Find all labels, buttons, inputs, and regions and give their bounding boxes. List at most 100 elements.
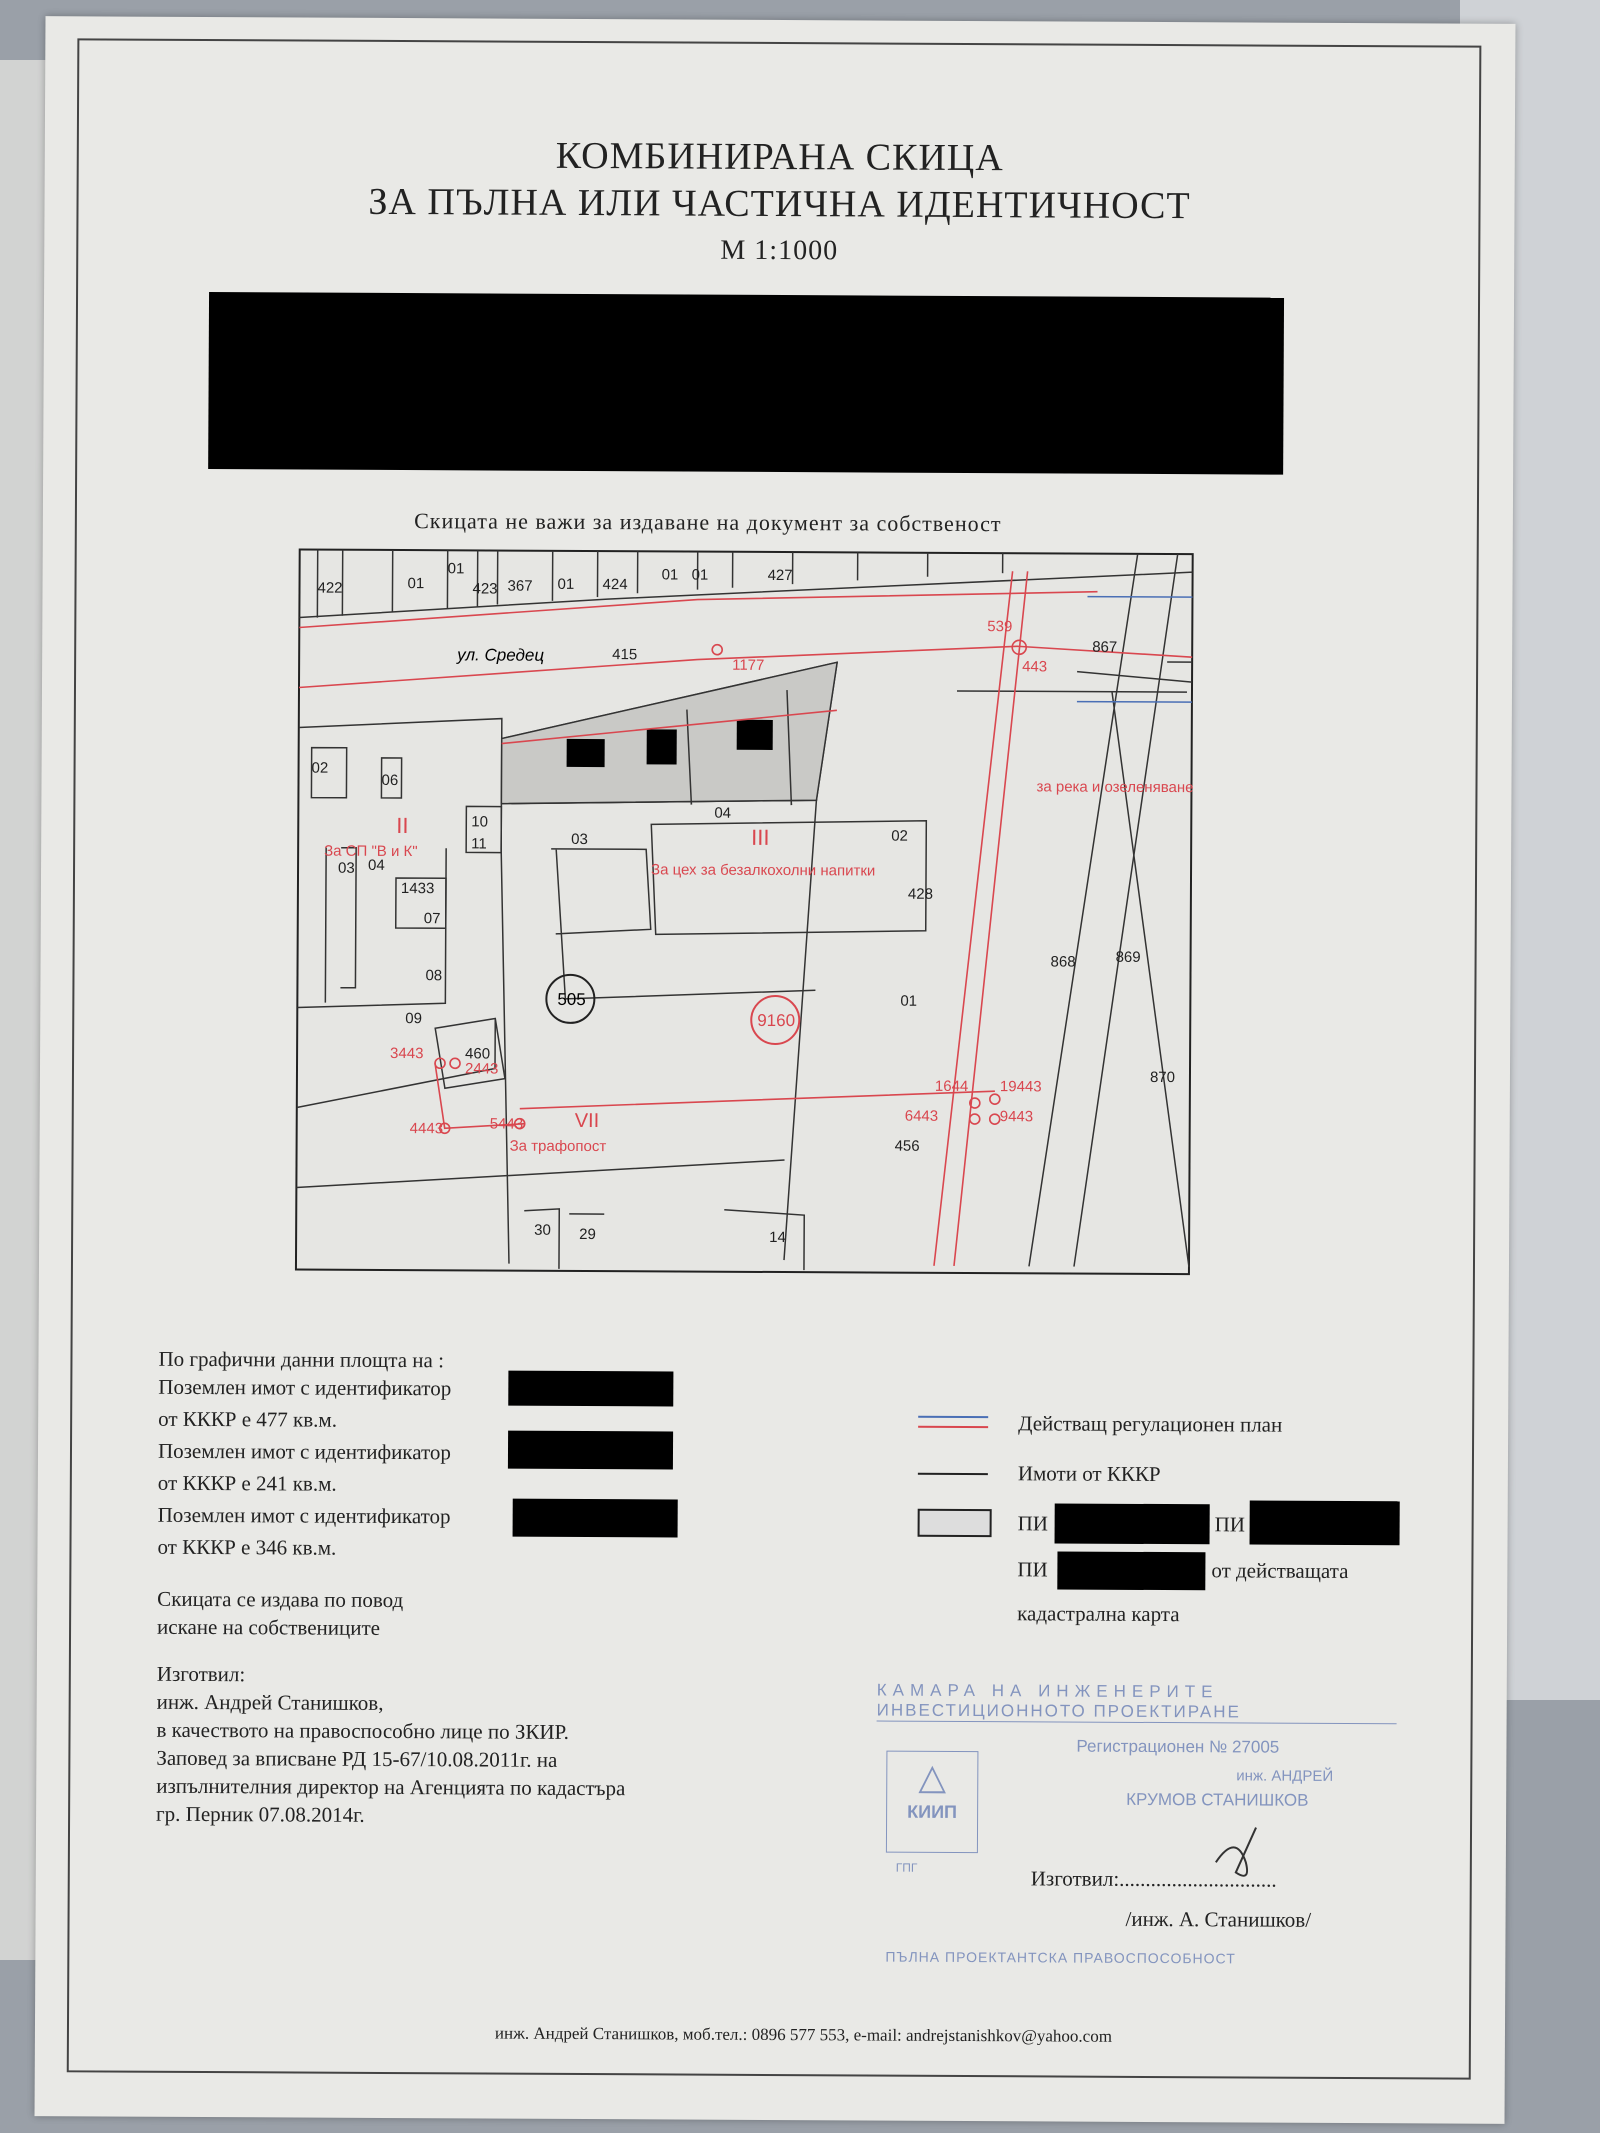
svg-text:460: 460: [465, 1045, 490, 1062]
document-page: КОМБИНИРАНА СКИЦА ЗА ПЪЛНА ИЛИ ЧАСТИЧНА …: [34, 16, 1516, 2124]
area-label-1: Поземлен имот с идентификатор: [158, 1374, 452, 1401]
legend-regulation: Действащ регулационен план: [1018, 1411, 1283, 1437]
stamp-name-1: инж. АНДРЕЙ: [1236, 1767, 1334, 1785]
svg-text:За трафопост: За трафопост: [510, 1138, 607, 1156]
svg-text:II: II: [396, 813, 408, 838]
svg-text:04: 04: [368, 857, 385, 874]
legend: Действащ регулационен план Имоти от КККР…: [46, 16, 1516, 1626]
stamp-line-1: КАМАРА НА ИНЖЕНЕРИТЕ: [876, 1680, 1219, 1702]
svg-text:415: 415: [612, 646, 637, 663]
svg-text:428: 428: [908, 886, 933, 903]
area-value-2: от КККР е 241 кв.м.: [157, 1470, 337, 1496]
legend-pi-2: ПИ: [1214, 1512, 1246, 1537]
stamp-line-2: ИНВЕСТИЦИОННОТО ПРОЕКТИРАНЕ: [876, 1700, 1397, 1725]
prepared-line-6: гр. Перник 07.08.2014г.: [156, 1801, 365, 1827]
svg-text:5443: 5443: [490, 1116, 523, 1133]
prepared-line-4: Заповед за вписване РД 15-67/10.08.2011г…: [156, 1745, 558, 1772]
redaction-block: [736, 719, 773, 750]
svg-text:869: 869: [1116, 949, 1141, 966]
redaction-block: [208, 292, 1285, 475]
legend-black-line: [917, 1472, 988, 1476]
stamp-registration: Регистрационен № 27005: [1076, 1736, 1280, 1757]
stamp-bottom-text: ПЪЛНА ПРОЕКТАНТСКА ПРАВОСПОСОБНОСТ: [885, 1948, 1236, 1967]
legend-blue-line: [918, 1415, 989, 1419]
svg-text:1433: 1433: [401, 880, 434, 897]
area-label-2: Поземлен имот с идентификатор: [157, 1438, 451, 1465]
title-line-1: КОМБИНИРАНА СКИЦА: [555, 134, 1004, 180]
svg-text:2443: 2443: [465, 1060, 498, 1077]
svg-text:01: 01: [900, 993, 917, 1010]
svg-text:870: 870: [1150, 1069, 1175, 1086]
kiip-logo: △КИИП: [885, 1750, 979, 1854]
redaction-block: [1057, 1551, 1206, 1591]
svg-text:1644: 1644: [935, 1078, 968, 1095]
prepared-line-1: Изготвил:: [156, 1661, 246, 1687]
purpose-line-1: Скицата се издава по повод: [157, 1586, 404, 1613]
svg-text:423: 423: [472, 580, 497, 597]
svg-text:01: 01: [407, 575, 424, 592]
legend-parcel-box: [917, 1508, 992, 1538]
svg-text:01: 01: [448, 560, 465, 577]
svg-text:07: 07: [424, 910, 441, 927]
svg-text:29: 29: [579, 1226, 596, 1243]
svg-text:03: 03: [571, 831, 588, 848]
svg-text:30: 30: [534, 1222, 551, 1239]
footer-contact: инж. Андрей Станишков, моб.тел.: 0896 57…: [494, 2023, 1113, 2046]
svg-text:427: 427: [768, 567, 793, 584]
area-value-3: от КККР е 346 кв.м.: [157, 1534, 337, 1560]
svg-text:03: 03: [338, 860, 355, 877]
areas-heading: По графични данни площта на :: [158, 1346, 445, 1373]
svg-text:III: III: [751, 825, 769, 850]
svg-text:539: 539: [987, 618, 1012, 635]
svg-text:424: 424: [602, 576, 627, 593]
area-label-3: Поземлен имот с идентификатор: [157, 1502, 451, 1529]
legend-pi-3-line2: кадастрална карта: [1017, 1601, 1180, 1627]
prepared-line-2: инж. Андрей Станишков,: [156, 1689, 384, 1715]
svg-text:VII: VII: [575, 1110, 600, 1132]
prepared-line-5: изпълнителния директор на Агенцията по к…: [156, 1773, 626, 1801]
svg-text:04: 04: [714, 805, 731, 822]
svg-text:868: 868: [1051, 953, 1076, 970]
svg-text:02: 02: [312, 760, 329, 777]
svg-text:08: 08: [425, 967, 442, 984]
svg-text:443: 443: [1022, 658, 1047, 675]
redaction-block: [507, 1430, 674, 1470]
prepared-line-3: в качеството на правоспособно лице по ЗК…: [156, 1717, 569, 1744]
title-line-2: ЗА ПЪЛНА ИЛИ ЧАСТИЧНА ИДЕНТИЧНОСТ: [368, 180, 1191, 228]
svg-text:456: 456: [895, 1138, 920, 1155]
svg-text:19443: 19443: [1000, 1078, 1042, 1095]
signature-mark: [1215, 1827, 1257, 1877]
svg-text:09: 09: [405, 1010, 422, 1027]
legend-kkkr: Имоти от КККР: [1017, 1461, 1161, 1487]
svg-text:422: 422: [317, 580, 342, 597]
stamp-small-text: ГПГ: [895, 1860, 918, 1875]
stamp-name-2: КРУМОВ СТАНИШКОВ: [1126, 1789, 1309, 1810]
legend-pi-1: ПИ: [1017, 1511, 1049, 1536]
svg-text:367: 367: [507, 578, 532, 595]
legend-pi-3: ПИ: [1017, 1557, 1048, 1582]
purpose-line-2: искане на собствениците: [157, 1614, 381, 1640]
legend-pi-3-suffix: от действащата: [1211, 1558, 1349, 1584]
svg-text:02: 02: [891, 828, 908, 845]
redaction-block: [566, 738, 605, 768]
parcel-number-505: 505: [557, 990, 585, 1009]
svg-text:11: 11: [471, 835, 487, 852]
redaction-block: [646, 729, 677, 765]
svg-text:867: 867: [1092, 639, 1117, 656]
svg-text:За цех за безалкохолни напитки: За цех за безалкохолни напитки: [651, 861, 875, 879]
redaction-block: [1054, 1503, 1210, 1545]
svg-text:01: 01: [662, 566, 679, 583]
legend-red-line: [918, 1425, 989, 1429]
svg-text:10: 10: [471, 813, 488, 830]
svg-text:01: 01: [692, 567, 709, 584]
svg-text:за река и озеленяване: за река и озеленяване: [1036, 778, 1193, 796]
area-value-1: от КККР е 477 кв.м.: [158, 1406, 338, 1432]
redaction-block: [508, 1370, 674, 1407]
svg-text:9443: 9443: [1000, 1108, 1033, 1125]
parcel-number-9160: 9160: [757, 1011, 795, 1030]
svg-text:1177: 1177: [732, 657, 764, 674]
svg-text:4443: 4443: [410, 1120, 443, 1137]
